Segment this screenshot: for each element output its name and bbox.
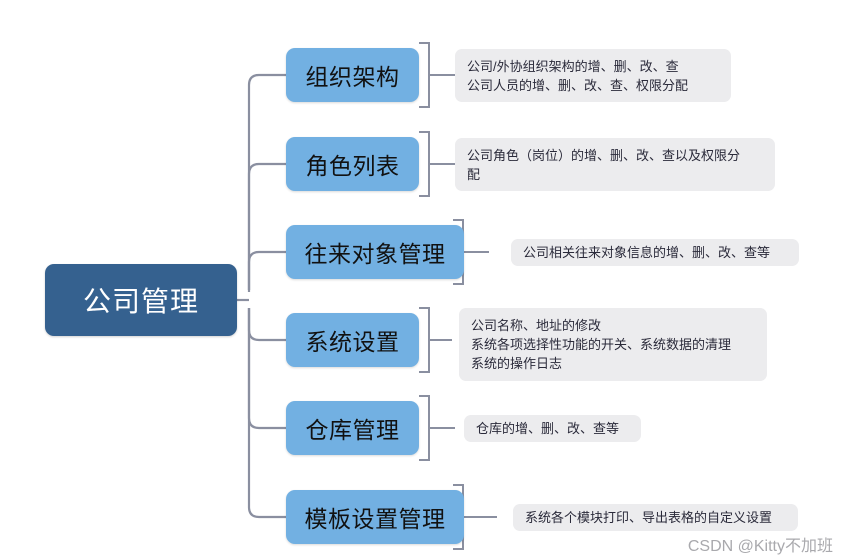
description-line: 公司名称、地址的修改 — [471, 318, 602, 333]
trunk-branch-1 — [247, 73, 286, 290]
description-line: 系统各个模块打印、导出表格的自定义设置 — [525, 510, 773, 525]
description-box-organization-structure: 公司/外协组织架构的增、删、改、查 公司人员的增、删、改、查、权限分配 — [455, 49, 731, 102]
branch-node-label: 模板设置管理 — [304, 506, 446, 532]
branch-node-template-settings-management[interactable]: 模板设置管理 — [286, 490, 464, 544]
description-line: 配 — [467, 166, 481, 182]
description-box-template-settings-management: 系统各个模块打印、导出表格的自定义设置 — [513, 504, 798, 531]
description-box-role-list: 公司角色（岗位）的增、删、改、查以及权限分 配 — [455, 138, 775, 191]
trunk-branch-4 — [247, 308, 286, 342]
root-node-label: 公司管理 — [82, 286, 199, 317]
branch-node-organization-structure[interactable]: 组织架构 — [286, 48, 419, 102]
bracket-5 — [419, 395, 430, 461]
description-box-warehouse-management: 仓库的增、删、改、查等 — [464, 415, 641, 442]
branch-node-contact-object-management[interactable]: 往来对象管理 — [286, 225, 464, 279]
description-line: 仓库的增、删、改、查等 — [476, 421, 620, 436]
branch-node-label: 系统设置 — [305, 329, 400, 355]
description-line: 公司角色（岗位）的增、删、改、查以及权限分 — [467, 147, 741, 163]
description-box-contact-object-management: 公司相关往来对象信息的增、删、改、查等 — [511, 239, 799, 266]
description-line: 公司/外协组织架构的增、删、改、查 — [467, 58, 679, 74]
description-line: 系统各项选择性功能的开关、系统数据的清理 — [471, 337, 732, 352]
trunk-branch-3 — [247, 250, 286, 292]
watermark-text: CSDN @Kitty不加班 — [687, 538, 833, 555]
branch-node-label: 组织架构 — [305, 64, 400, 90]
root-node-company-management[interactable]: 公司管理 — [45, 264, 237, 336]
trunk-branch-5 — [247, 308, 286, 430]
branch-node-system-settings[interactable]: 系统设置 — [286, 313, 419, 367]
description-line: 公司相关往来对象信息的增、删、改、查等 — [523, 245, 771, 260]
branch-node-warehouse-management[interactable]: 仓库管理 — [286, 401, 419, 455]
branch-node-label: 角色列表 — [305, 153, 400, 179]
bracket-1 — [419, 42, 430, 108]
branch-node-role-list[interactable]: 角色列表 — [286, 137, 419, 191]
branch-node-label: 仓库管理 — [305, 417, 400, 443]
trunk-branch-6 — [247, 308, 286, 519]
bracket-4 — [419, 307, 430, 373]
branch-node-label: 往来对象管理 — [304, 241, 446, 267]
bracket-2 — [419, 131, 430, 197]
trunk-branch-2 — [247, 162, 286, 290]
description-line: 公司人员的增、删、改、查、权限分配 — [467, 77, 689, 93]
description-box-system-settings: 公司名称、地址的修改 系统各项选择性功能的开关、系统数据的清理 系统的操作日志 — [459, 308, 767, 381]
description-line: 系统的操作日志 — [471, 356, 563, 371]
